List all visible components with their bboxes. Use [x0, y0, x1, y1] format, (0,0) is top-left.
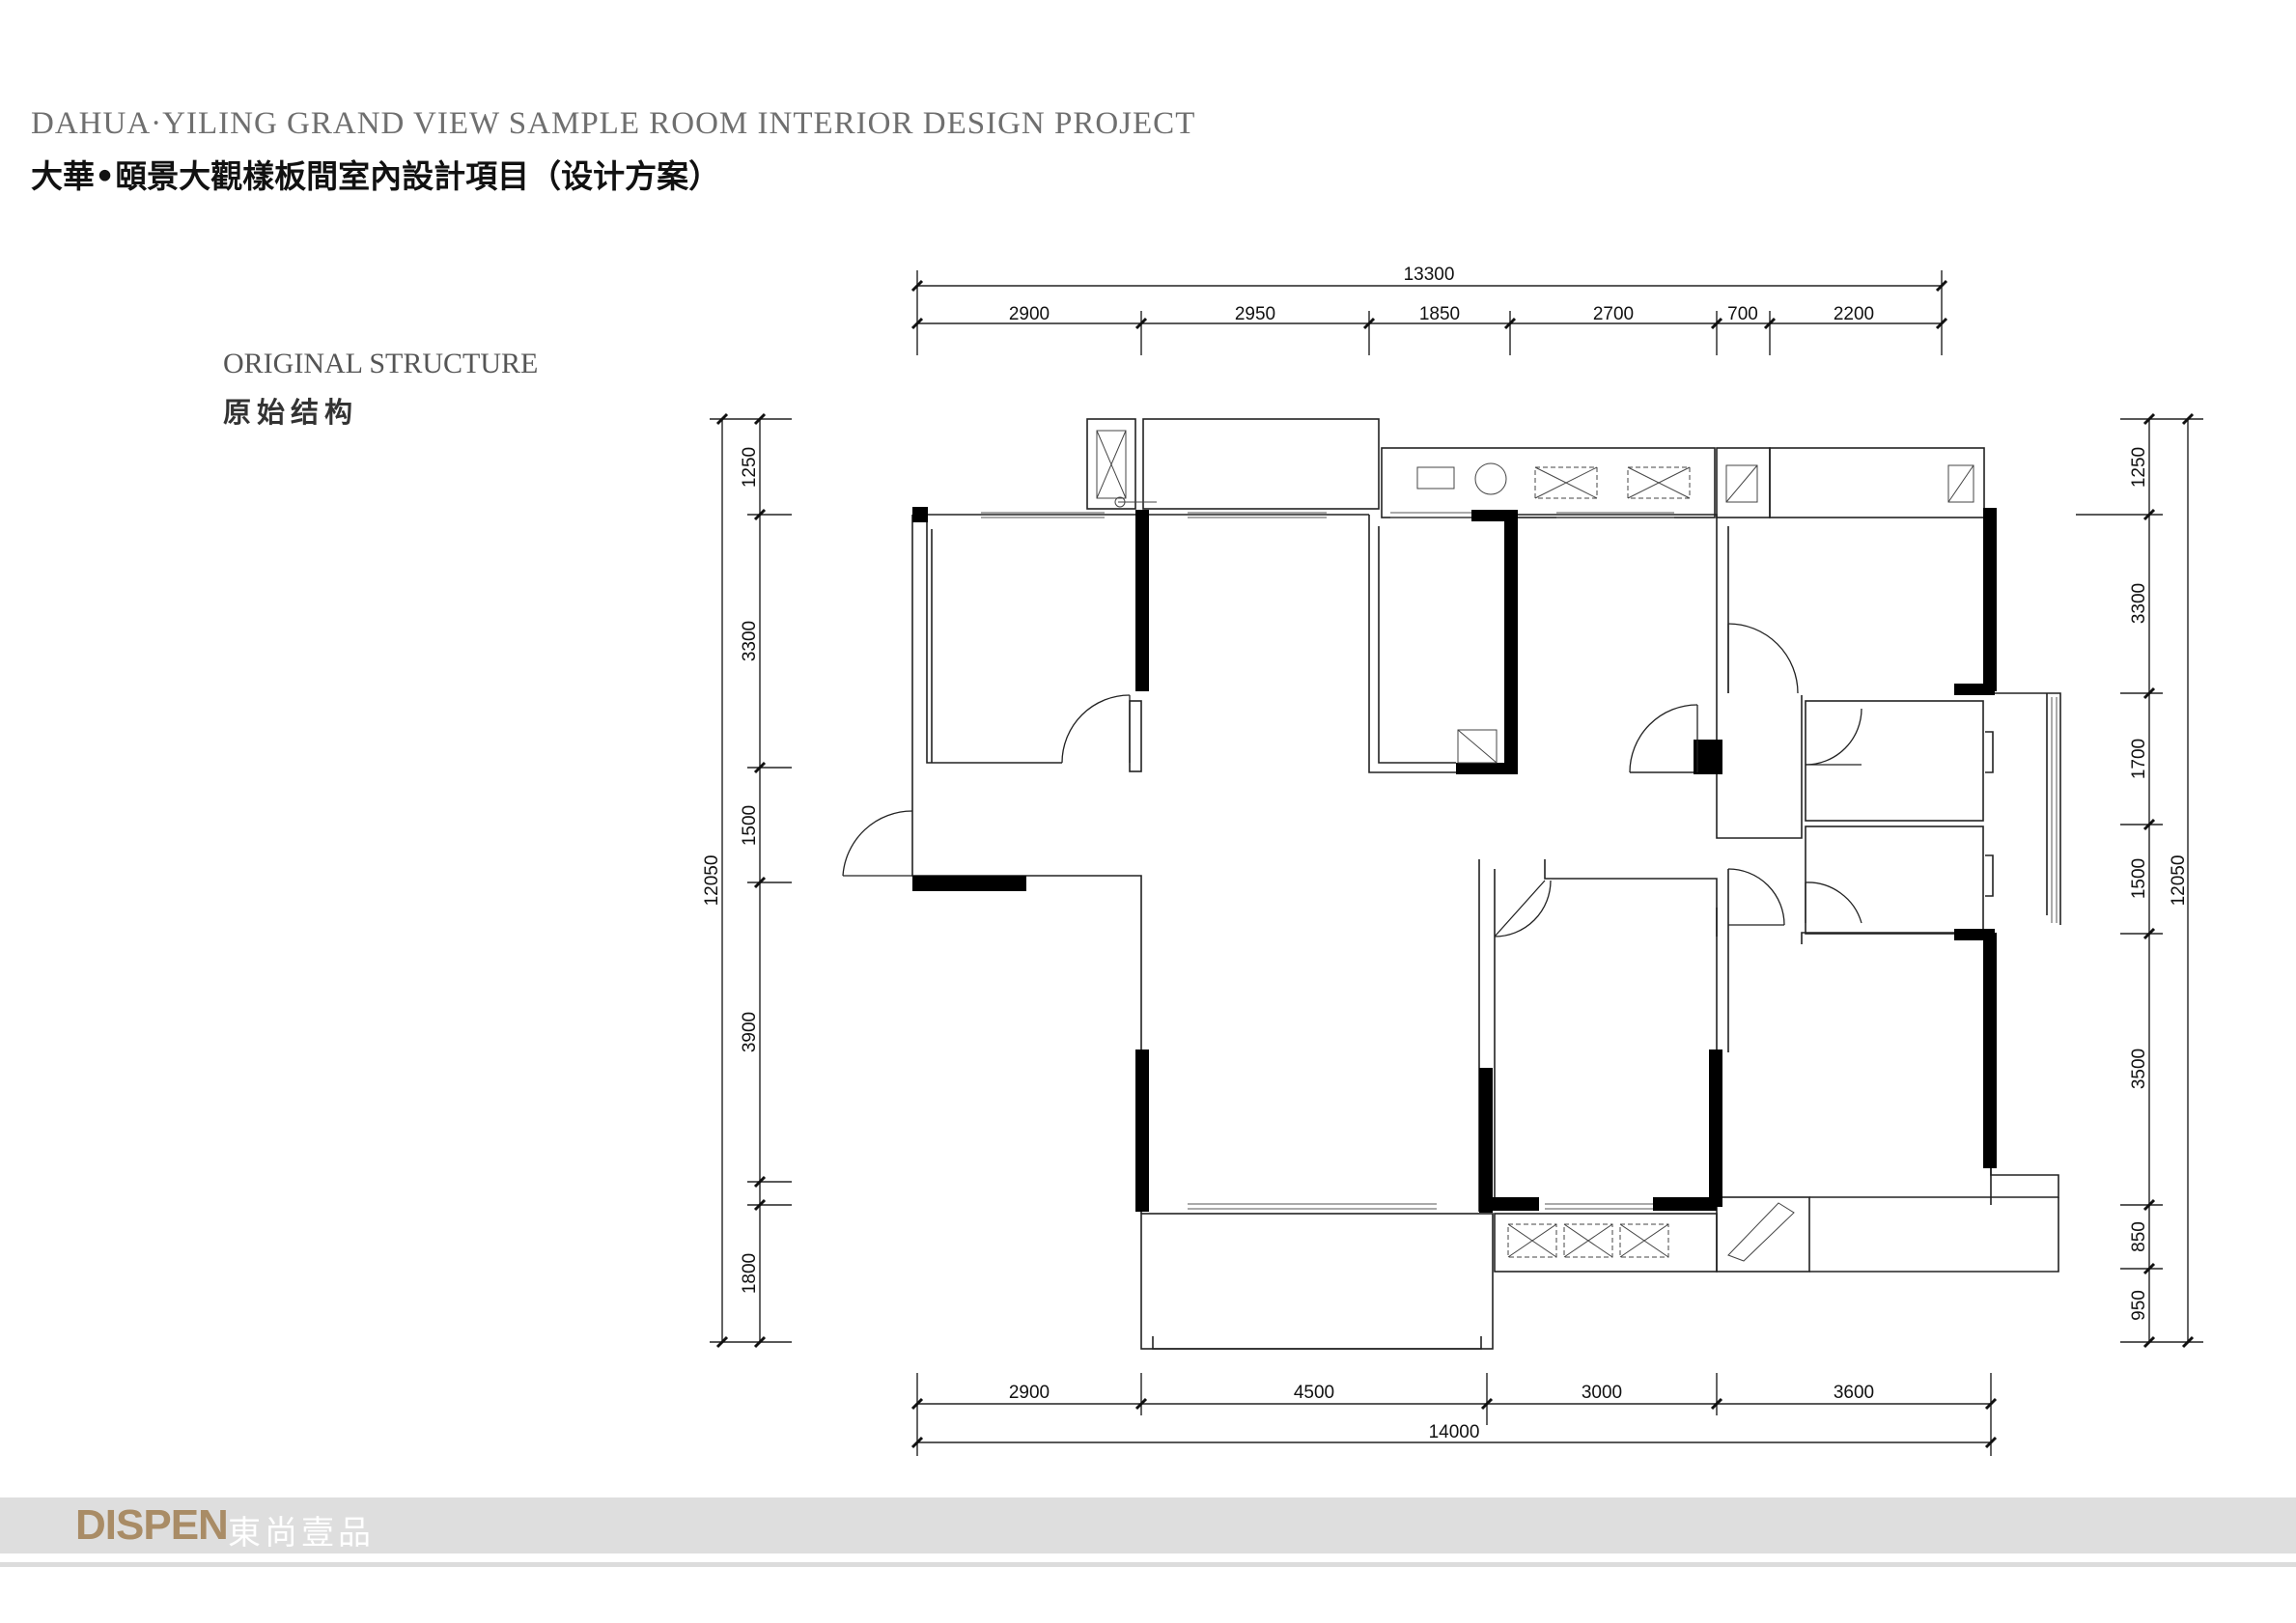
section-title-en: ORIGINAL STRUCTURE [223, 348, 539, 379]
dim-top-5: 700 [1727, 304, 1758, 324]
dim-right-4: 1500 [2129, 858, 2149, 899]
dim-left-3: 1500 [740, 805, 760, 846]
dim-right-2: 3300 [2129, 583, 2149, 624]
dimension-ticks [715, 279, 2195, 1449]
dim-left-2: 3300 [740, 621, 760, 661]
dim-right-1: 1250 [2129, 447, 2149, 488]
dim-bottom-3: 3000 [1582, 1383, 1622, 1403]
windows [981, 512, 2058, 1210]
dim-top-1: 2900 [1009, 304, 1050, 324]
dim-left-4: 3900 [740, 1012, 760, 1052]
dim-right-total: 12050 [2169, 855, 2189, 907]
dim-top-2: 2950 [1235, 304, 1275, 324]
dim-left-5: 1800 [740, 1253, 760, 1294]
dim-right-3: 1700 [2129, 739, 2149, 779]
footer-line [0, 1562, 2296, 1567]
doors [842, 623, 1862, 937]
dim-top-4: 2700 [1593, 304, 1634, 324]
dim-right-7: 950 [2129, 1290, 2149, 1321]
fixtures [1096, 430, 1974, 1262]
structural-columns [912, 507, 1997, 1213]
dim-bottom-2: 4500 [1294, 1383, 1334, 1403]
section-title-cn: 原始结构 [223, 396, 359, 429]
footer-band [0, 1497, 2296, 1553]
dim-top-total: 13300 [1404, 265, 1455, 285]
dim-left-total: 12050 [702, 855, 722, 907]
dim-left-1: 1250 [740, 447, 760, 488]
dimension-labels: 13300 2900 2950 1850 2700 700 2200 2900 … [702, 265, 2189, 1442]
brand-name-cn: 東尚壹品 [228, 1514, 375, 1553]
dim-bottom-total: 14000 [1429, 1422, 1480, 1442]
project-title-cn: 大華•頤景大觀樣板間室內設計項目（设计方案） [31, 157, 721, 195]
dim-right-6: 850 [2129, 1221, 2149, 1252]
dim-top-6: 2200 [1834, 304, 1874, 324]
dim-bottom-1: 2900 [1009, 1383, 1050, 1403]
brand-logo: DISPEN [75, 1501, 229, 1549]
dim-right-5: 3500 [2129, 1049, 2149, 1089]
dim-top-3: 1850 [1419, 304, 1460, 324]
project-title-en: DAHUA·YILING GRAND VIEW SAMPLE ROOM INTE… [31, 106, 1196, 141]
dim-bottom-4: 3600 [1834, 1383, 1874, 1403]
